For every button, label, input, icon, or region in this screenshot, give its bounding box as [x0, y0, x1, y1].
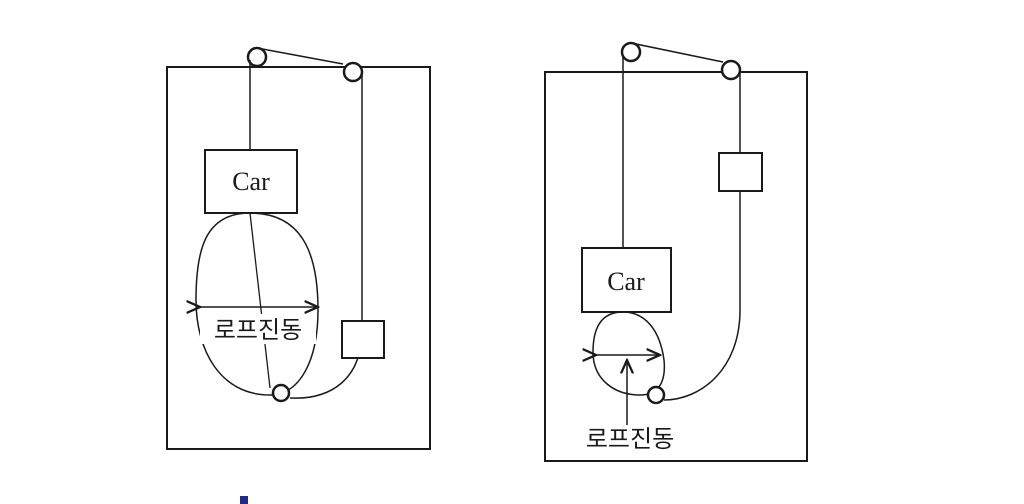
right-travelling-cable-loop — [592, 311, 666, 396]
caption-marker — [240, 496, 248, 504]
left-compensation-sheave — [271, 383, 291, 403]
left-travelling-cable-loop — [195, 212, 319, 396]
left-center-rope — [249, 212, 271, 389]
right-hoistway — [544, 71, 808, 462]
right-vibration-label: 로프진동 — [586, 425, 674, 453]
left-deflector-sheave — [342, 61, 364, 83]
left-elevator-diagram: Car 로프진동 — [166, 46, 431, 450]
right-elevator-diagram: Car 로프진동 — [544, 41, 808, 462]
left-hoistway — [166, 66, 431, 450]
left-counterweight — [341, 320, 385, 359]
right-car-label: Car — [607, 267, 645, 296]
left-car-label: Car — [232, 167, 270, 196]
figure-caption — [240, 496, 248, 504]
left-top-rope — [256, 47, 344, 65]
right-top-rope — [630, 42, 724, 63]
right-deflector-sheave — [720, 59, 742, 81]
left-label-bg — [200, 314, 316, 344]
left-car — [204, 149, 298, 214]
right-main-sheave — [620, 41, 642, 63]
right-compensation-sheave — [646, 385, 666, 405]
right-compensation-rope — [663, 309, 741, 401]
left-vibration-label: 로프진동 — [214, 316, 302, 344]
right-counterweight — [718, 152, 763, 192]
